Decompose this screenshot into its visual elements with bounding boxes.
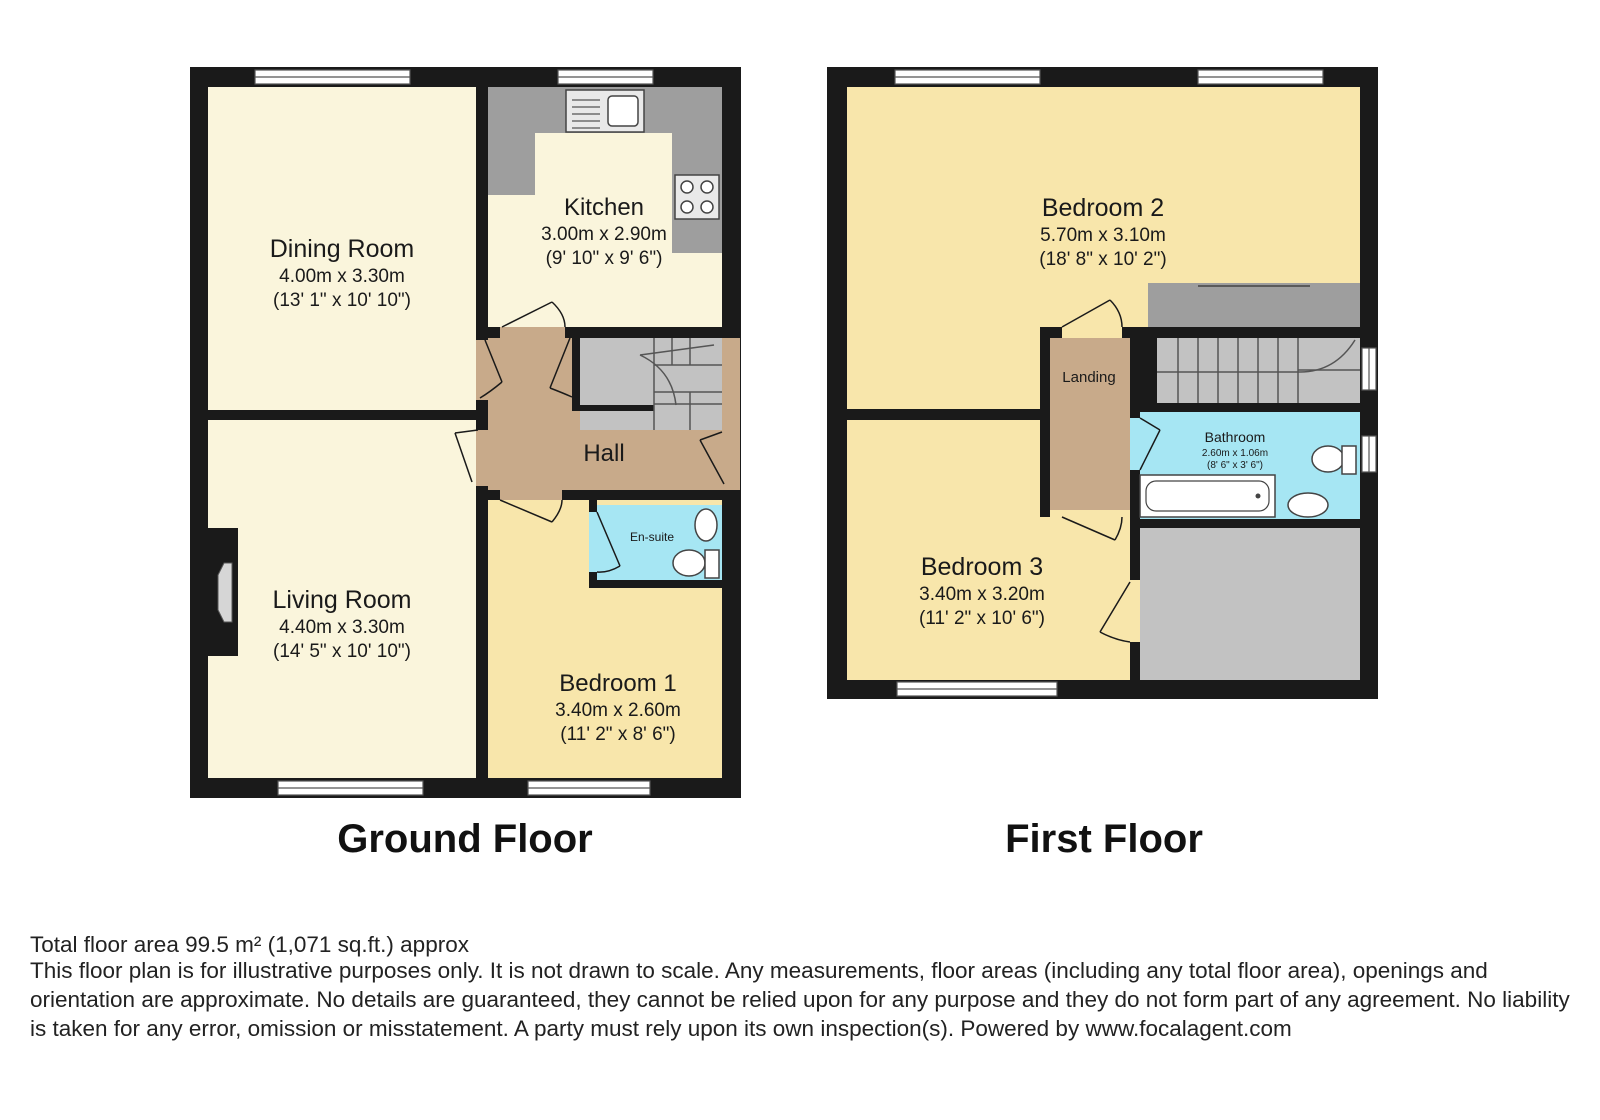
door-opening [476, 430, 488, 486]
kitchen-label: Kitchen [564, 194, 644, 221]
internal-wall [1040, 327, 1360, 338]
dining-room-dim-metric: 4.00m x 3.30m [279, 266, 405, 287]
hob [674, 174, 720, 220]
storage-area [1140, 528, 1360, 680]
hob-rings [680, 180, 714, 214]
ground-stairs-area [580, 338, 722, 430]
bedroom-2-dim-metric: 5.70m x 3.10m [1040, 225, 1166, 246]
landing-floor [1050, 338, 1130, 510]
bath-drain [1255, 493, 1261, 499]
bathroom-label: Bathroom [1205, 429, 1266, 445]
bedroom-1-dim-imperial: (11' 2" x 8' 6") [560, 724, 675, 745]
bath-basin [1145, 480, 1270, 512]
ground-staircase [639, 338, 722, 430]
dining-room-floor [208, 87, 476, 410]
wardrobe [1148, 283, 1360, 327]
kitchen-counter [488, 87, 722, 253]
bathroom-dim-imperial: (8' 6" x 3' 6") [1207, 460, 1263, 471]
dining-room-label: Dining Room [270, 235, 415, 263]
ground-floor-plan: Dining Room 4.00m x 3.30m (13' 1" x 10' … [190, 67, 741, 861]
ensuite-cistern [704, 549, 720, 579]
first-staircase [1157, 338, 1360, 403]
ensuite-toilet [672, 549, 706, 577]
door-opening [1062, 327, 1122, 338]
disclaimer-text: This floor plan is for illustrative purp… [30, 958, 1570, 1041]
internal-wall [1130, 403, 1360, 412]
kitchen-dim-imperial: (9' 10" x 9' 6") [546, 248, 663, 269]
sink-drainer [572, 99, 600, 129]
door-opening [589, 512, 597, 572]
bedroom-2-dim-imperial: (18' 8" x 10' 2") [1039, 249, 1166, 270]
bedroom-3-dim-metric: 3.40m x 3.20m [919, 584, 1045, 605]
bathroom-sink [1287, 492, 1329, 518]
bedroom-1-dim-metric: 3.40m x 2.60m [555, 700, 681, 721]
bedroom-3-label: Bedroom 3 [921, 553, 1043, 581]
first-floor-door-swings [1061, 299, 1161, 643]
ensuite-label: En-suite [630, 530, 674, 544]
stair-wall [572, 338, 580, 410]
door-opening [1130, 580, 1140, 642]
internal-wall [1040, 327, 1050, 517]
internal-wall [208, 410, 488, 420]
total-floor-area: Total floor area 99.5 m² (1,071 sq.ft.) … [30, 932, 469, 957]
door-opening [1062, 510, 1122, 517]
internal-wall [488, 327, 740, 338]
door-opening [476, 340, 488, 400]
dining-room-dim-imperial: (13' 1" x 10' 10") [273, 290, 411, 311]
stair-wall [572, 405, 654, 411]
bathroom-toilet [1311, 445, 1345, 473]
internal-wall [1130, 327, 1157, 403]
fireplace-hearth [217, 562, 233, 623]
kitchen-dim-metric: 3.00m x 2.90m [541, 224, 667, 245]
ensuite-wall [589, 580, 722, 588]
living-room-dim-imperial: (14' 5" x 10' 10") [273, 641, 411, 662]
living-room-dim-metric: 4.40m x 3.30m [279, 617, 405, 638]
internal-wall [847, 409, 1050, 420]
internal-wall [1130, 519, 1360, 528]
ground-floor-windows [254, 69, 654, 796]
bathroom-dim-metric: 2.60m x 1.06m [1202, 448, 1268, 459]
ground-floor-title: Ground Floor [337, 817, 593, 861]
ground-floor-door-swings [454, 301, 725, 573]
floor-plan-drawing: Dining Room 4.00m x 3.30m (13' 1" x 10' … [190, 67, 1378, 861]
bedroom-1-label: Bedroom 1 [559, 670, 676, 697]
bedroom-3-dim-imperial: (11' 2" x 10' 6") [919, 608, 1045, 629]
front-door-opening [722, 430, 740, 485]
first-floor-windows [894, 69, 1377, 697]
living-room-label: Living Room [273, 586, 412, 614]
door-opening [500, 490, 562, 500]
door-opening [500, 327, 565, 338]
ensuite-sink [694, 508, 718, 542]
first-floor-title: First Floor [1005, 817, 1203, 861]
landing-label: Landing [1062, 369, 1115, 386]
living-room-floor [208, 420, 476, 778]
sink-bowl [607, 95, 639, 127]
door-opening [1130, 418, 1140, 470]
first-floor-plan: Bedroom 2 5.70m x 3.10m (18' 8" x 10' 2"… [827, 67, 1378, 861]
internal-wall [1130, 412, 1140, 680]
hall-label: Hall [583, 440, 624, 467]
bedroom-2-label: Bedroom 2 [1042, 194, 1164, 222]
bathroom-cistern [1341, 445, 1357, 475]
internal-wall [488, 490, 740, 500]
